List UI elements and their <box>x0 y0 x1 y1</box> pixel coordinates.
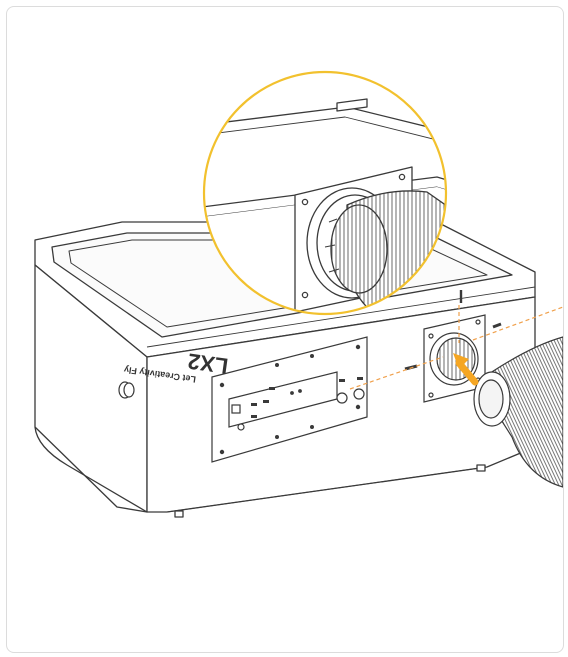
exhaust-installation-diagram: LX2 Let Creativity Fly <box>34 70 563 518</box>
install-arrow <box>453 353 479 386</box>
illustration-frame: LX2 Let Creativity Fly <box>6 6 564 653</box>
guide-dashes <box>349 305 563 390</box>
exhaust-hose <box>473 336 563 488</box>
side-knob <box>118 381 135 399</box>
rear-io-panel <box>211 336 368 463</box>
